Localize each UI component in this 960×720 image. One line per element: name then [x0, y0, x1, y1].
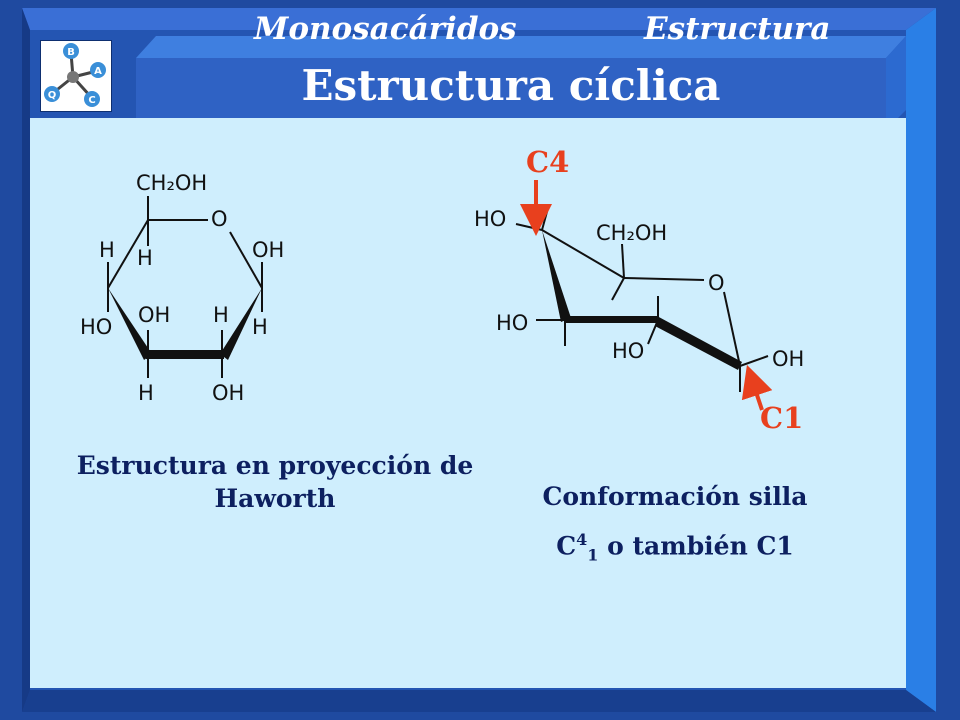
chair-caption: Conformación silla	[542, 482, 808, 511]
conformation-sub: 1	[587, 545, 599, 565]
conformation-sup: 4	[576, 530, 588, 549]
chair-c4-ho-label: HO	[474, 207, 506, 231]
c4-marker-label: C4	[526, 145, 569, 179]
chair-c2-ho-label: HO	[612, 339, 644, 363]
header-section: Estructura	[644, 11, 831, 47]
logo-letter-c: C	[88, 95, 95, 106]
logo-letter-b: B	[67, 47, 75, 58]
conformation-base: C	[556, 531, 577, 561]
haworth-c2-oh-label: OH	[212, 381, 244, 405]
header-topic: Monosacáridos	[254, 11, 517, 47]
chair-ring-oxygen-label: O	[708, 271, 725, 295]
logo-letter-q: Q	[48, 90, 57, 101]
haworth-caption-line2: Haworth	[214, 484, 336, 513]
haworth-ring-oxygen-label: O	[211, 207, 228, 231]
haworth-c5-h-label: H	[99, 238, 115, 262]
haworth-c4-ho-label: HO	[80, 315, 112, 339]
chair-c3-ho-label: HO	[496, 311, 528, 335]
haworth-c2-h-label: H	[213, 303, 229, 327]
molecule-logo: B A C Q	[40, 40, 112, 112]
chair-ch2oh-label: CH₂OH	[596, 221, 667, 245]
haworth-c3-h-label: H	[138, 381, 154, 405]
haworth-c1-h-label: H	[252, 315, 268, 339]
slide-title: Estructura cíclica	[301, 61, 721, 110]
conformation-rest: o también C1	[598, 531, 794, 561]
haworth-c3-oh-label: OH	[138, 303, 170, 327]
haworth-projection: CH₂OH O H H HO OH H H OH OH H	[80, 171, 284, 405]
haworth-c1-oh-label: OH	[252, 238, 284, 262]
chair-conformation: HO CH₂OH O HO HO OH C4 C1	[474, 145, 804, 435]
conformation-notation: C41 o también C1	[500, 530, 850, 564]
c1-marker-label: C1	[760, 401, 803, 435]
haworth-c5-h2-label: H	[137, 246, 153, 270]
haworth-ch2oh-label: CH₂OH	[136, 171, 207, 195]
c1-marker-arrow	[741, 364, 773, 411]
logo-letter-a: A	[94, 66, 102, 77]
chair-c1-oh-label: OH	[772, 347, 804, 371]
haworth-caption-line1: Estructura en proyección de	[76, 451, 474, 480]
molecule-logo-icon: B A C Q	[44, 43, 106, 107]
